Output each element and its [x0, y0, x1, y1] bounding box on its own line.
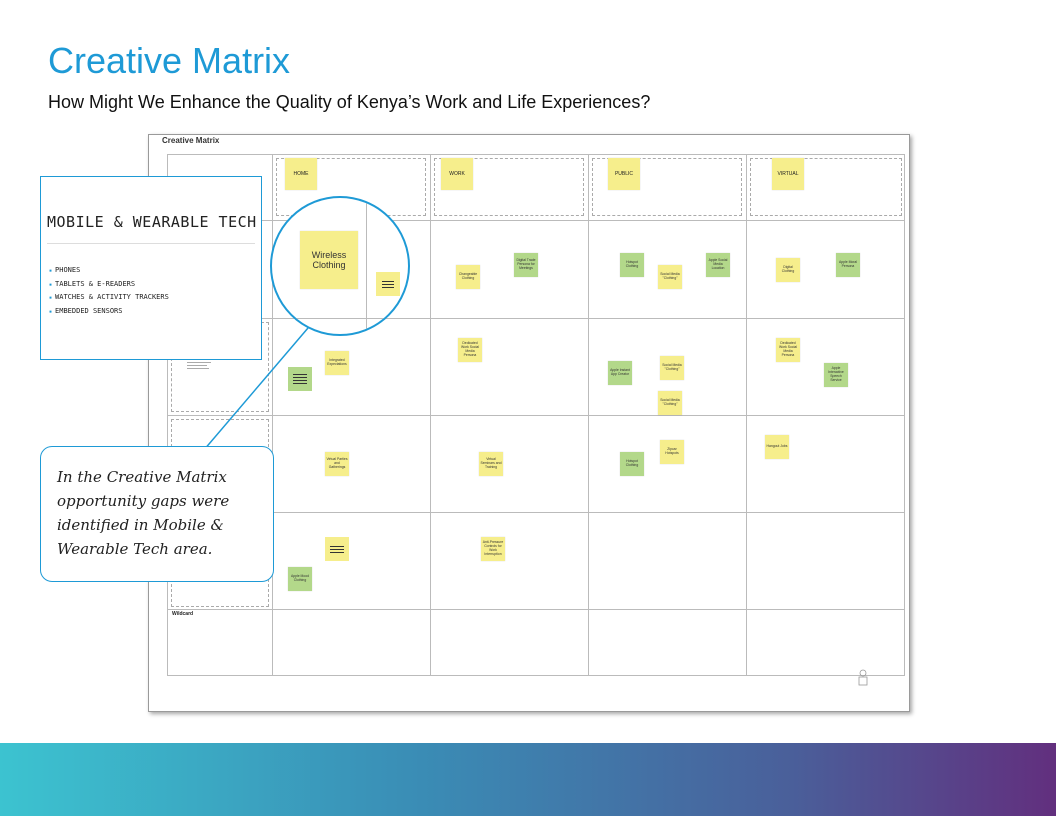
sticky-note: Apple Interactive Speech Service — [824, 363, 848, 387]
sticky-note: Social Media "Clothing" — [658, 265, 682, 289]
sticky-note: Dedicated Work Social Media Persona — [458, 338, 482, 362]
column-header-home: HOME — [285, 158, 317, 190]
slide-title: Creative Matrix — [48, 40, 291, 81]
zoom-sticky-note: Wireless Clothing — [300, 231, 358, 289]
creative-matrix-board: Creative Matrix HOME WORK PUBLIC VIRTUAL… — [148, 134, 910, 712]
sticky-note: Virtual Parties and Gatherings — [325, 452, 349, 476]
category-card-title: MOBILE & WEARABLE TECH — [47, 213, 257, 231]
sticky-note: Dedicated Work Social Media Persona — [776, 338, 800, 362]
category-card-list: PHONES TABLETS & E-READERS WATCHES & ACT… — [49, 264, 169, 318]
sticky-note: Social Media "Clothing" — [658, 391, 682, 415]
sticky-note: Apple Moral Persona — [836, 253, 860, 277]
slide-subtitle: How Might We Enhance the Quality of Keny… — [48, 92, 651, 112]
footer-gradient-band — [0, 743, 1056, 816]
sticky-note: Hotspot Clothing — [620, 452, 644, 476]
category-card-zoom: MOBILE & WEARABLE TECH PHONES TABLETS & … — [40, 176, 262, 360]
sticky-note: Virtual Seminars and Training — [479, 452, 503, 476]
sticky-note: Digital Clothing — [776, 258, 800, 282]
callout-text: In the Creative Matrix opportunity gaps … — [57, 468, 230, 558]
sticky-note: Hangout Jobs — [765, 435, 789, 459]
column-header-work: WORK — [441, 158, 473, 190]
category-item: PHONES — [49, 264, 169, 278]
sticky-note: Anti-Pressure Controls for Work Interrup… — [481, 537, 505, 561]
sticky-note: Social Media "Clothing" — [660, 356, 684, 380]
blank-sticky-note — [288, 367, 312, 391]
sticky-note: Integrated Expectations — [325, 351, 349, 375]
blank-sticky-note — [325, 537, 349, 561]
column-header-virtual: VIRTUAL — [772, 158, 804, 190]
sticky-note: Zipcar Hotspots — [660, 440, 684, 464]
sticky-note: Apple Instant App Creator — [608, 361, 632, 385]
sticky-note: Changeable Clothing — [456, 265, 480, 289]
category-item: TABLETS & E-READERS — [49, 278, 169, 292]
logo-icon — [858, 669, 868, 686]
category-item: WATCHES & ACTIVITY TRACKERS — [49, 291, 169, 305]
category-item: EMBEDDED SENSORS — [49, 305, 169, 319]
sticky-note: Apple Social Media Location — [706, 253, 730, 277]
sticky-note: Hotspot Clothing — [620, 253, 644, 277]
blank-sticky-note — [376, 272, 400, 296]
callout-box: In the Creative Matrix opportunity gaps … — [40, 446, 274, 582]
sticky-note: Apple Mood Clothing — [288, 567, 312, 591]
column-header-public: PUBLIC — [608, 158, 640, 190]
sticky-note: Digital Trade Persona for Meetings — [514, 253, 538, 277]
category-card-shadow-text — [187, 360, 213, 371]
wildcard-row-title: Wildcard — [172, 611, 194, 617]
board-title: Creative Matrix — [162, 136, 220, 145]
zoom-magnifier: Wireless Clothing — [270, 196, 410, 336]
